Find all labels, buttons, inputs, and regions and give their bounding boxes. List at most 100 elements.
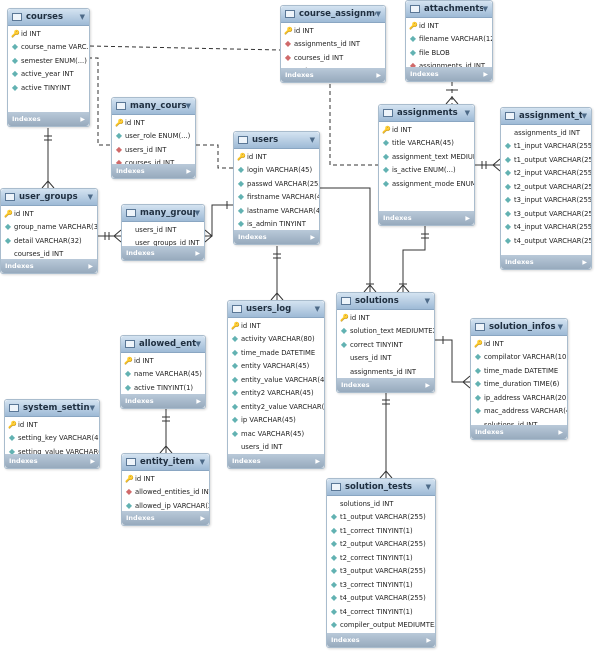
collapse-arrow-icon[interactable]: ▼ bbox=[89, 404, 95, 412]
expand-arrow-icon[interactable]: ▶ bbox=[88, 262, 93, 270]
collapse-arrow-icon[interactable]: ▼ bbox=[199, 458, 205, 466]
table-assignment-tests[interactable]: assignment_tests▼◆assignments_id INT◆t1_… bbox=[500, 107, 592, 270]
column-row[interactable]: ◆allowed_entities_id INT bbox=[122, 486, 209, 500]
collapse-arrow-icon[interactable]: ▼ bbox=[185, 102, 191, 110]
table-solutions[interactable]: solutions▼🔑id INT◆solution_text MEDIUMTE… bbox=[336, 292, 435, 393]
column-row[interactable]: ◆active_year INT bbox=[8, 68, 89, 82]
column-row[interactable]: ◆t1_input VARCHAR(255) bbox=[501, 140, 591, 154]
column-row[interactable]: ◆passwd VARCHAR(255) bbox=[234, 177, 319, 191]
column-row[interactable]: ◆entity VARCHAR(45) bbox=[228, 360, 324, 374]
table-allowed-entities[interactable]: allowed_entities▼🔑id INT◆name VARCHAR(45… bbox=[120, 335, 206, 409]
column-row[interactable]: 🔑id INT bbox=[8, 27, 89, 41]
column-row[interactable]: ◆user_role ENUM(...) bbox=[112, 130, 195, 144]
column-row[interactable]: ◆users_id INT bbox=[112, 143, 195, 157]
column-row[interactable]: ◆setting_value VARCHAR(45) bbox=[5, 445, 99, 459]
table-header[interactable]: assignment_tests▼ bbox=[501, 108, 591, 125]
column-row[interactable]: ◆t3_output VARCHAR(255) bbox=[501, 207, 591, 221]
column-row[interactable]: ◆solution_text MEDIUMTEXT bbox=[337, 325, 434, 339]
indexes-bar[interactable]: Indexes▶ bbox=[327, 633, 435, 647]
expand-arrow-icon[interactable]: ▶ bbox=[426, 636, 431, 644]
table-header[interactable]: users▼ bbox=[234, 132, 319, 149]
column-row[interactable]: ◆ip VARCHAR(45) bbox=[228, 414, 324, 428]
column-row[interactable]: ◆course_name VARC... bbox=[8, 41, 89, 55]
column-row[interactable]: ◆user_groups_id INT bbox=[122, 237, 204, 251]
column-row[interactable]: 🔑id INT bbox=[406, 19, 492, 33]
column-row[interactable]: ◆assignments_id INT bbox=[281, 38, 385, 52]
column-row[interactable]: 🔑id INT bbox=[122, 472, 209, 486]
column-row[interactable]: ◆assignment_text MEDIUM... bbox=[379, 150, 474, 164]
column-row[interactable]: ◆active TINYINT(1) bbox=[121, 381, 205, 395]
column-row[interactable]: 🔑id INT bbox=[337, 311, 434, 325]
table-user-groups[interactable]: user_groups▼🔑id INT◆group_name VARCHAR(3… bbox=[0, 188, 98, 274]
collapse-arrow-icon[interactable]: ▼ bbox=[425, 483, 431, 491]
table-solution-tests[interactable]: solution_tests▼◆solutions_id INT◆t1_outp… bbox=[326, 478, 436, 648]
table-header[interactable]: courses▼ bbox=[8, 9, 89, 26]
column-row[interactable]: 🔑id INT bbox=[471, 337, 567, 351]
table-header[interactable]: solution_tests▼ bbox=[327, 479, 435, 496]
column-row[interactable]: ◆is_admin TINYINT bbox=[234, 218, 319, 232]
column-row[interactable]: ◆t3_input VARCHAR(255) bbox=[501, 194, 591, 208]
indexes-bar[interactable]: Indexes▶ bbox=[8, 112, 89, 126]
table-header[interactable]: many_courses▼ bbox=[112, 98, 195, 115]
expand-arrow-icon[interactable]: ▶ bbox=[196, 397, 201, 405]
column-row[interactable]: ◆entity2_value VARCHAR(45) bbox=[228, 400, 324, 414]
column-row[interactable]: ◆t4_output VARCHAR(255) bbox=[327, 592, 435, 606]
column-row[interactable]: ◆mac VARCHAR(45) bbox=[228, 427, 324, 441]
expand-arrow-icon[interactable]: ▶ bbox=[80, 115, 85, 123]
column-row[interactable]: ◆title VARCHAR(45) bbox=[379, 137, 474, 151]
column-row[interactable]: ◆assignments_id INT bbox=[337, 365, 434, 379]
column-row[interactable]: ◆solutions_id INT bbox=[471, 418, 567, 432]
table-assignments[interactable]: assignments▼🔑id INT◆title VARCHAR(45)◆as… bbox=[378, 104, 475, 226]
column-row[interactable]: ◆courses_id INT bbox=[281, 51, 385, 65]
collapse-arrow-icon[interactable]: ▼ bbox=[309, 136, 315, 144]
table-many-courses[interactable]: many_courses▼🔑id INT◆user_role ENUM(...)… bbox=[111, 97, 196, 179]
column-row[interactable]: ◆firstname VARCHAR(45) bbox=[234, 191, 319, 205]
collapse-arrow-icon[interactable]: ▼ bbox=[464, 109, 470, 117]
column-row[interactable]: ◆compilator VARCHAR(10) bbox=[471, 351, 567, 365]
column-row[interactable]: ◆t3_output VARCHAR(255) bbox=[327, 565, 435, 579]
indexes-bar[interactable]: Indexes▶ bbox=[471, 425, 567, 439]
collapse-arrow-icon[interactable]: ▼ bbox=[79, 13, 85, 21]
table-attachments[interactable]: attachments▼🔑id INT◆filename VARCHAR(128… bbox=[405, 0, 493, 82]
column-row[interactable]: ◆active TINYINT bbox=[8, 81, 89, 95]
expand-arrow-icon[interactable]: ▶ bbox=[558, 428, 563, 436]
column-row[interactable]: 🔑id INT bbox=[1, 207, 97, 221]
collapse-arrow-icon[interactable]: ▼ bbox=[557, 323, 563, 331]
indexes-bar[interactable]: Indexes▶ bbox=[337, 378, 434, 392]
column-row[interactable]: ◆assignment_mode ENUM(... bbox=[379, 177, 474, 191]
column-row[interactable]: ◆courses_id INT bbox=[112, 157, 195, 171]
column-row[interactable]: ◆time_made DATETIME bbox=[471, 364, 567, 378]
column-row[interactable]: ◆activity VARCHAR(80) bbox=[228, 333, 324, 347]
expand-arrow-icon[interactable]: ▶ bbox=[465, 214, 470, 222]
column-row[interactable]: ◆users_id INT bbox=[228, 441, 324, 455]
table-header[interactable]: solutions▼ bbox=[337, 293, 434, 310]
indexes-bar[interactable]: Indexes▶ bbox=[379, 211, 474, 225]
table-many-groups[interactable]: many_groups▼◆users_id INT◆user_groups_id… bbox=[121, 204, 205, 261]
expand-arrow-icon[interactable]: ▶ bbox=[483, 70, 488, 78]
column-row[interactable]: 🔑id INT bbox=[5, 418, 99, 432]
collapse-arrow-icon[interactable]: ▼ bbox=[195, 340, 201, 348]
column-row[interactable]: ◆detail VARCHAR(32) bbox=[1, 234, 97, 248]
column-row[interactable]: 🔑id INT bbox=[281, 24, 385, 38]
column-row[interactable]: ◆t1_correct TINYINT(1) bbox=[327, 524, 435, 538]
indexes-bar[interactable]: Indexes▶ bbox=[501, 255, 591, 269]
collapse-arrow-icon[interactable]: ▼ bbox=[424, 297, 430, 305]
expand-arrow-icon[interactable]: ▶ bbox=[425, 381, 430, 389]
column-row[interactable]: ◆t2_correct TINYINT(1) bbox=[327, 551, 435, 565]
column-row[interactable]: ◆compiler_output MEDIUMTEXT bbox=[327, 619, 435, 633]
column-row[interactable]: 🔑id INT bbox=[228, 319, 324, 333]
indexes-bar[interactable]: Indexes▶ bbox=[122, 511, 209, 525]
column-row[interactable]: ◆assignments_id INT bbox=[406, 60, 492, 74]
expand-arrow-icon[interactable]: ▶ bbox=[310, 233, 315, 241]
table-header[interactable]: solution_infos▼ bbox=[471, 319, 567, 336]
column-row[interactable]: ◆users_id INT bbox=[337, 352, 434, 366]
column-row[interactable]: ◆t4_output VARCHAR(255) bbox=[501, 234, 591, 248]
expand-arrow-icon[interactable]: ▶ bbox=[200, 514, 205, 522]
column-row[interactable]: ◆t1_output VARCHAR(255) bbox=[327, 511, 435, 525]
table-users-log[interactable]: users_log▼🔑id INT◆activity VARCHAR(80)◆t… bbox=[227, 300, 325, 469]
column-row[interactable]: ◆name VARCHAR(45) bbox=[121, 368, 205, 382]
column-row[interactable]: ◆t2_output VARCHAR(255) bbox=[327, 538, 435, 552]
table-header[interactable]: entity_item▼ bbox=[122, 454, 209, 471]
collapse-arrow-icon[interactable]: ▼ bbox=[87, 193, 93, 201]
table-system-settings[interactable]: system_settings▼🔑id INT◆setting_key VARC… bbox=[4, 399, 100, 469]
